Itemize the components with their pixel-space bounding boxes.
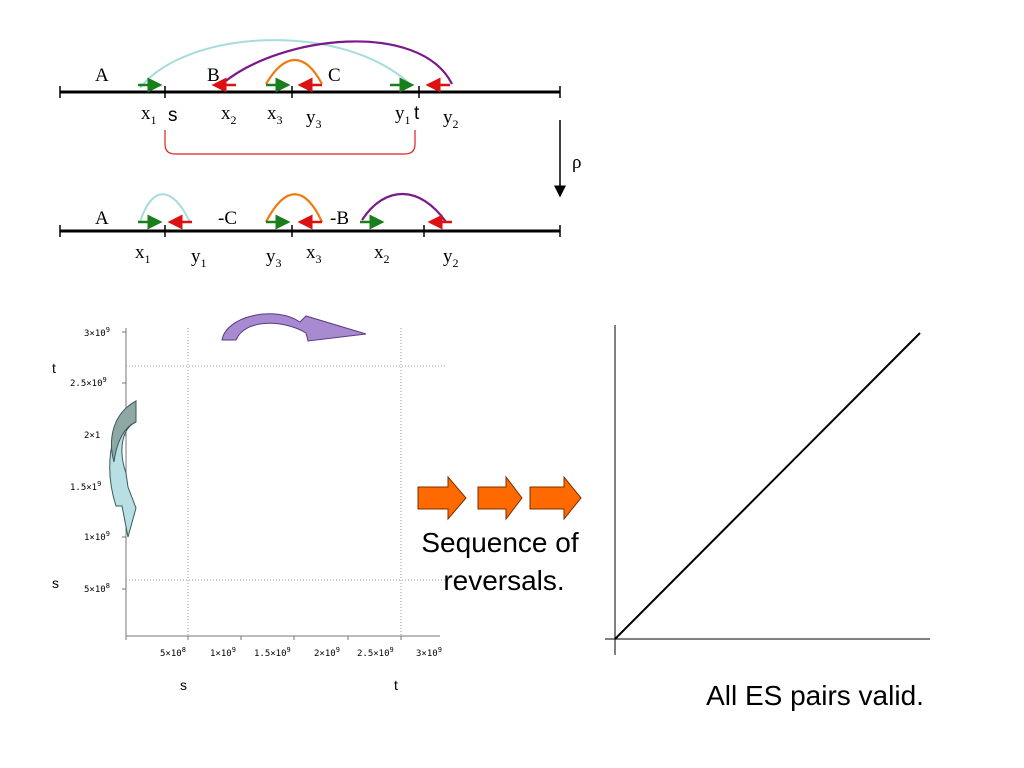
right-arrow-icon bbox=[529, 475, 582, 521]
reversal-arrow: ρ bbox=[554, 120, 581, 198]
x-label-t: t bbox=[394, 677, 398, 693]
axis-ticks bbox=[122, 331, 402, 640]
x-tick-label: 3×109 bbox=[416, 646, 442, 659]
arc-pair-1 bbox=[139, 39, 411, 89]
x-tick-label: 2.5×109 bbox=[357, 646, 394, 659]
genome-after: A -C -B x1 y1 y3 x3 x2 y2 bbox=[59, 192, 561, 270]
segment-label: -B bbox=[330, 208, 349, 229]
point-label-x2: x2 bbox=[374, 242, 390, 266]
plot-after: All ES pairs valid. bbox=[605, 325, 930, 711]
y-tick-label: 5×108 bbox=[84, 582, 110, 595]
point-label-t: t bbox=[414, 103, 420, 124]
valid-caption: All ES pairs valid. bbox=[706, 680, 924, 711]
point-label-y2: y2 bbox=[443, 107, 459, 131]
y-label-t: t bbox=[52, 360, 56, 376]
sequence-caption-line-2: reversals. bbox=[443, 565, 564, 596]
point-label-x2: x2 bbox=[221, 103, 237, 127]
reversal-bracket bbox=[164, 130, 416, 155]
y-tick-label: 1.5×19 bbox=[70, 480, 101, 493]
x-label-s: s bbox=[180, 677, 187, 693]
y-tick-label: 3×109 bbox=[84, 326, 110, 339]
y-tick-label: 2×1 bbox=[84, 431, 100, 441]
curved-arrow-icon bbox=[221, 313, 367, 342]
segment-label: B bbox=[207, 65, 220, 86]
x-tick-label: 5×108 bbox=[160, 646, 186, 659]
right-arrow-icon bbox=[417, 475, 467, 521]
genome-before: A B C x1 s x2 x3 y3 y1 t y2 bbox=[59, 39, 561, 155]
arc-pair-3 bbox=[265, 58, 323, 85]
y-tick-label: 1×109 bbox=[84, 530, 110, 543]
y-label-s: s bbox=[52, 575, 59, 591]
point-label-s: s bbox=[168, 105, 178, 126]
sequence-caption-line-1: Sequence of bbox=[421, 527, 578, 558]
arc-pair-3 bbox=[265, 193, 323, 223]
point-label-y3: y3 bbox=[306, 107, 322, 131]
x-tick-label: 1.5×109 bbox=[254, 646, 291, 659]
plot-before: 3×109 2.5×109 2×1 1.5×19 1×109 5×108 5×1… bbox=[52, 313, 445, 693]
right-arrow-icon bbox=[477, 475, 523, 521]
point-label-x1: x1 bbox=[135, 242, 151, 266]
x-tick-label: 1×109 bbox=[210, 646, 236, 659]
curved-arrow-shadow bbox=[111, 400, 137, 463]
rho-label: ρ bbox=[572, 152, 581, 173]
segment-label: -C bbox=[218, 208, 237, 229]
point-label-y3: y3 bbox=[266, 246, 282, 270]
point-label-x1: x1 bbox=[141, 103, 157, 127]
sequence-arrows: Sequence of reversals. bbox=[417, 475, 582, 596]
point-label-y2: y2 bbox=[443, 246, 459, 270]
arc-pair-2 bbox=[361, 192, 447, 223]
diagonal-line bbox=[614, 332, 921, 640]
segment-label: A bbox=[95, 208, 109, 229]
y-tick-label: 2.5×109 bbox=[70, 376, 107, 389]
arc-pair-1 bbox=[139, 193, 191, 223]
point-label-y1: y1 bbox=[395, 103, 411, 127]
point-label-y1: y1 bbox=[191, 246, 207, 270]
x-tick-label: 2×109 bbox=[314, 646, 340, 659]
arc-pair-2 bbox=[221, 40, 453, 85]
point-label-x3: x3 bbox=[306, 242, 322, 266]
segment-label: A bbox=[95, 65, 109, 86]
segment-label: C bbox=[328, 65, 341, 86]
point-label-x3: x3 bbox=[267, 103, 283, 127]
